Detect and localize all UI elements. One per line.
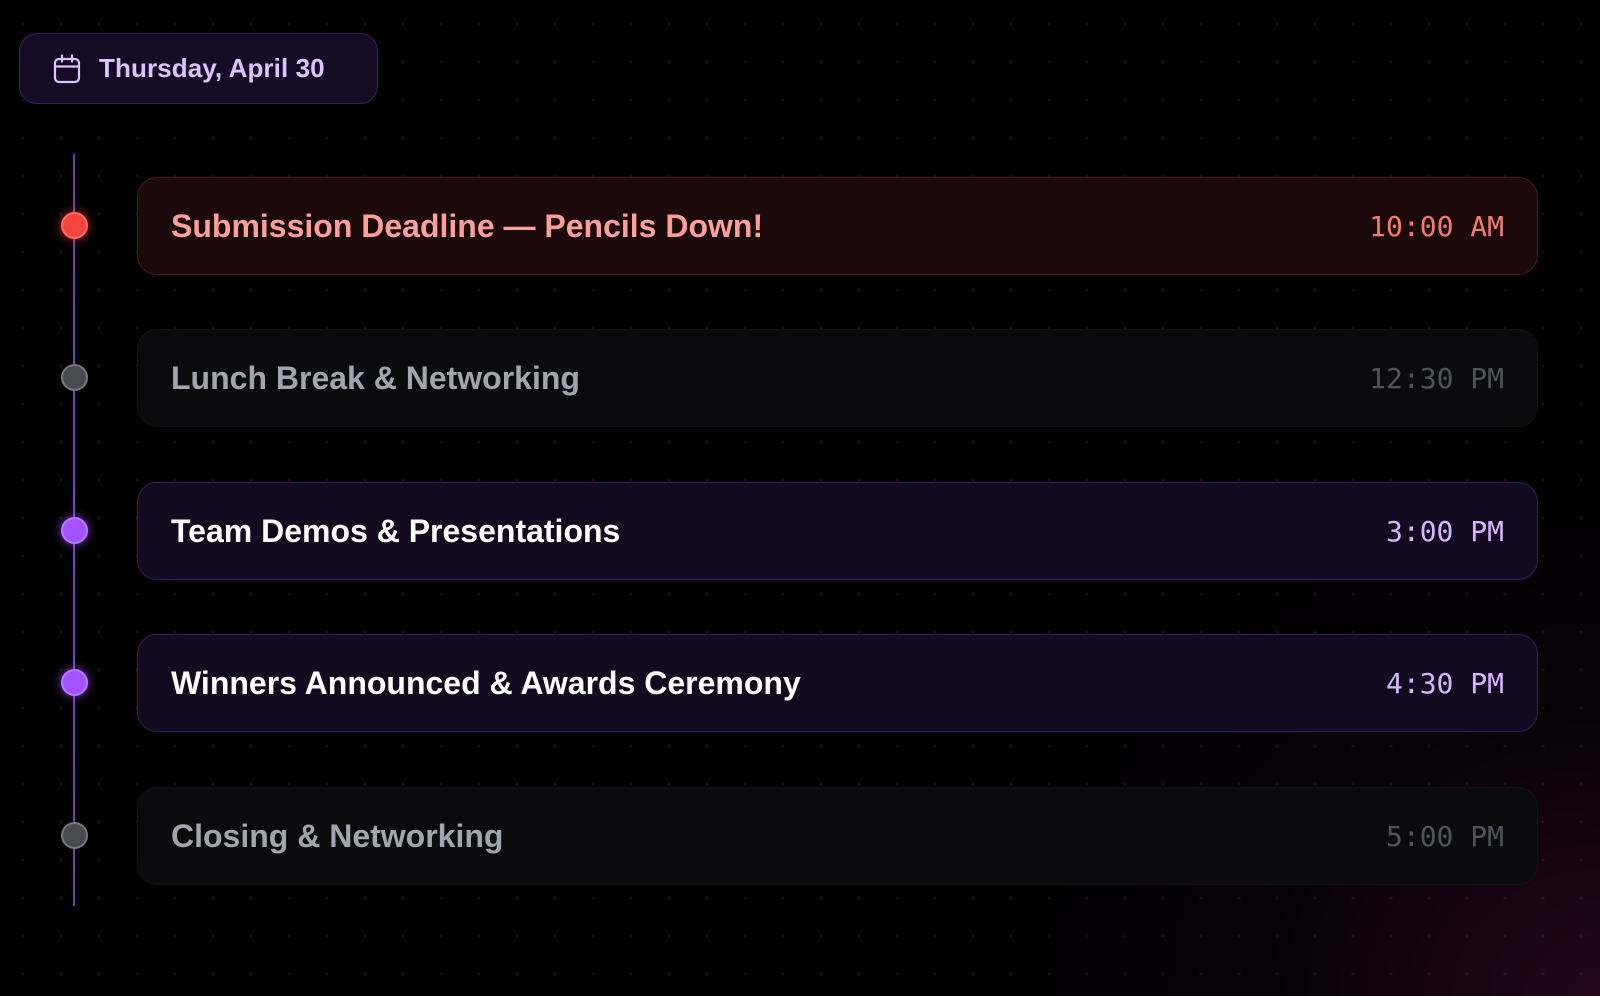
timeline-dot-urgent — [61, 212, 88, 239]
event-card[interactable]: Winners Announced & Awards Ceremony 4:30… — [137, 634, 1538, 732]
event-title: Winners Announced & Awards Ceremony — [171, 664, 801, 701]
event-time: 5:00 PM — [1385, 819, 1504, 853]
timeline-dot-past — [61, 364, 88, 391]
timeline-event: Team Demos & Presentations 3:00 PM — [0, 482, 1600, 580]
timeline-event: Submission Deadline — Pencils Down! 10:0… — [0, 177, 1600, 275]
timeline-event: Winners Announced & Awards Ceremony 4:30… — [0, 634, 1600, 732]
event-card[interactable]: Lunch Break & Networking 12:30 PM — [137, 329, 1538, 427]
date-header-chip: Thursday, April 30 — [19, 33, 378, 104]
event-card[interactable]: Submission Deadline — Pencils Down! 10:0… — [137, 177, 1538, 275]
event-time: 10:00 AM — [1369, 209, 1504, 243]
event-card[interactable]: Closing & Networking 5:00 PM — [137, 787, 1538, 885]
event-title: Lunch Break & Networking — [171, 359, 580, 396]
event-time: 3:00 PM — [1385, 514, 1504, 548]
event-title: Submission Deadline — Pencils Down! — [171, 207, 764, 244]
date-label: Thursday, April 30 — [99, 53, 325, 83]
event-title: Closing & Networking — [171, 817, 504, 854]
timeline-dot-active — [61, 669, 88, 696]
timeline-dot-active — [61, 517, 88, 544]
event-title: Team Demos & Presentations — [171, 512, 621, 549]
event-time: 12:30 PM — [1369, 361, 1504, 395]
timeline-event: Closing & Networking 5:00 PM — [0, 787, 1600, 885]
timeline-dot-past — [61, 822, 88, 849]
calendar-icon — [53, 53, 81, 84]
event-card[interactable]: Team Demos & Presentations 3:00 PM — [137, 482, 1538, 580]
event-time: 4:30 PM — [1385, 666, 1504, 700]
timeline-event: Lunch Break & Networking 12:30 PM — [0, 329, 1600, 427]
